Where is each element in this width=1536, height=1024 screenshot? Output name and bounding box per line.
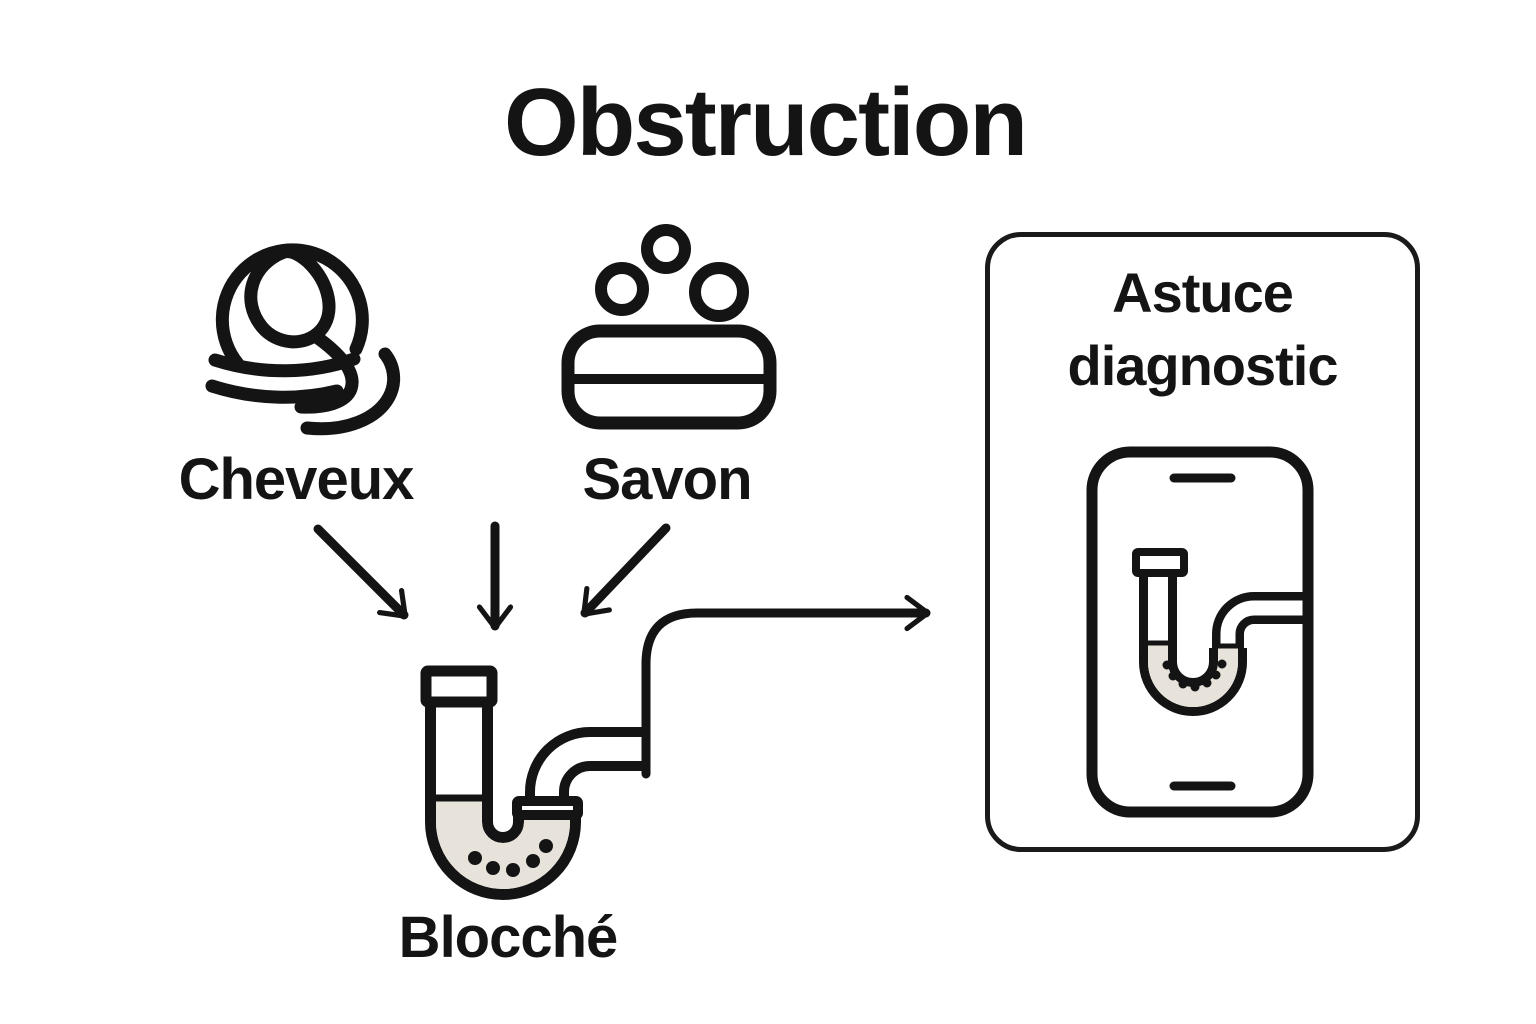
mini-sludge-dots (1162, 659, 1227, 692)
sludge-dots (468, 839, 553, 877)
diagnostic-panel: Astuce diagnostic (985, 232, 1420, 852)
cause-label-cheveux: Cheveux (178, 447, 415, 512)
pipe-flange (420, 665, 498, 708)
sludge-fill (436, 799, 570, 889)
blockage-label: Blocché (398, 905, 619, 970)
mini-pipe (1132, 548, 1304, 716)
soap-bar-icon (561, 224, 777, 430)
flow-arrow-icon (641, 594, 931, 779)
page-title: Obstruction (504, 69, 1028, 176)
mini-sludge-fill (1148, 645, 1238, 707)
hair-curl-icon (205, 243, 401, 436)
phone-body (1086, 446, 1314, 818)
clogged-p-trap-icon (420, 665, 650, 900)
phone-pipe-diagnostic-icon (1086, 446, 1314, 818)
arrow-down-right-icon (313, 524, 409, 620)
cause-arrows (313, 521, 671, 631)
mini-pipe-flange (1132, 548, 1188, 577)
panel-title: Astuce diagnostic (1067, 261, 1338, 397)
pipe-coupling (512, 796, 583, 820)
arrow-down-left-icon (580, 523, 671, 618)
cause-label-savon: Savon (582, 447, 752, 512)
